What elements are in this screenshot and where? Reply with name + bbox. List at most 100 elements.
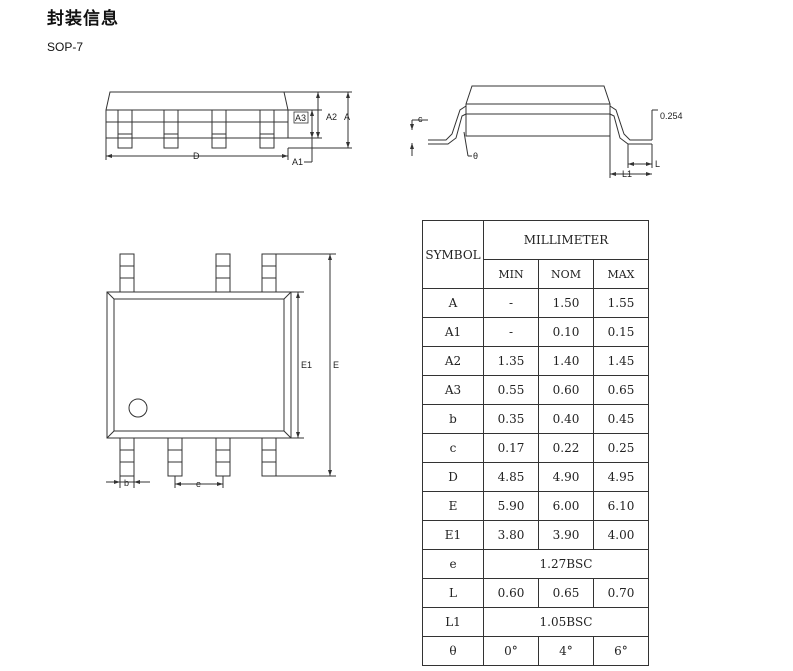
cell-max: 6.10 [593,491,649,521]
dim-theta-leader [463,131,469,157]
table-row: E 5.90 6.00 6.10 [422,491,649,521]
bottom-lead [215,437,231,477]
cell-min: 0.35 [483,404,539,434]
cell-max: 1.55 [593,288,649,318]
table-row: A1 - 0.10 0.15 [422,317,649,347]
cell-min: 0.55 [483,375,539,405]
cell-nom: 3.90 [538,520,594,550]
table-row: L1 1.05BSC [422,607,649,637]
cell-min: 4.85 [483,462,539,492]
label-e1: E1 [301,360,312,370]
cell-max: 0.45 [593,404,649,434]
end-view [411,85,658,178]
cell-symbol: E1 [422,520,484,550]
cell-symbol: b [422,404,484,434]
label-e: E [333,360,339,370]
cell-min: 3.80 [483,520,539,550]
header-min: MIN [483,259,539,289]
cell-nom: 6.00 [538,491,594,521]
cell-symbol: A [422,288,484,318]
bottom-lead [167,437,183,477]
cell-symbol: D [422,462,484,492]
cell-symbol: A3 [422,375,484,405]
cell-nom: 0.65 [538,578,594,608]
label-d: D [193,151,200,161]
cell-symbol: L [422,578,484,608]
table-row: A2 1.35 1.40 1.45 [422,346,649,376]
cell-max: 4.00 [593,520,649,550]
table-row: A - 1.50 1.55 [422,288,649,318]
cell-min: 0.60 [483,578,539,608]
label-l: L [655,159,660,169]
cell-max: 0.15 [593,317,649,347]
label-l1: L1 [622,169,632,179]
header-unit: MILLIMETER [483,220,649,260]
table-row: E1 3.80 3.90 4.00 [422,520,649,550]
table-row: c 0.17 0.22 0.25 [422,433,649,463]
cell-nom: 0.40 [538,404,594,434]
cell-nom: 0.10 [538,317,594,347]
label-a: A [344,112,350,122]
label-a3: A3 [295,113,306,123]
cell-nom: 4° [538,636,594,666]
pin1-marker [128,398,148,418]
right-lead-upper [609,105,652,141]
table-row: L 0.60 0.65 0.70 [422,578,649,608]
cell-max: 0.25 [593,433,649,463]
header-max: MAX [593,259,649,289]
cell-max: 0.70 [593,578,649,608]
left-lead-lower [428,113,467,145]
label-a1: A1 [292,157,303,167]
top-view [106,253,336,488]
cell-min: 5.90 [483,491,539,521]
side-lead [163,109,179,149]
cell-symbol: e [422,549,484,579]
side-body-outline [105,91,289,139]
cell-symbol: A2 [422,346,484,376]
page-title: 封装信息 [47,9,119,29]
top-lead [215,253,231,293]
bottom-lead [261,437,277,477]
label-c: c [418,114,423,124]
cell-nom: 0.22 [538,433,594,463]
dimension-table: SYMBOL MILLIMETER MIN NOM MAX A - 1.50 1… [422,220,649,666]
side-lead [259,109,275,149]
cell-min: - [483,317,539,347]
cell-nom: 1.40 [538,346,594,376]
bottom-lead [119,437,135,477]
right-lead-lower [609,113,652,145]
end-body-outline [465,85,611,137]
header-symbol: SYMBOL [422,220,484,289]
top-body-inner [113,298,285,432]
cell-min: - [483,288,539,318]
label-pitch: e [196,479,201,489]
table-row: θ 0° 4° 6° [422,636,649,666]
cell-max: 0.65 [593,375,649,405]
table-row: D 4.85 4.90 4.95 [422,462,649,492]
label-theta: θ [473,151,478,161]
cell-max: 1.45 [593,346,649,376]
side-lead [117,109,133,149]
package-name: SOP-7 [47,40,84,54]
side-view [105,91,352,163]
cell-nom: 4.90 [538,462,594,492]
cell-min: 0.17 [483,433,539,463]
cell-max: 6° [593,636,649,666]
cell-max: 4.95 [593,462,649,492]
cell-symbol: c [422,433,484,463]
left-lead-upper [428,105,467,141]
top-lead [119,253,135,293]
cell-merged: 1.27BSC [483,549,649,579]
cell-symbol: θ [422,636,484,666]
cell-symbol: A1 [422,317,484,347]
cell-nom: 0.60 [538,375,594,405]
cell-min: 0° [483,636,539,666]
table-row: A3 0.55 0.60 0.65 [422,375,649,405]
cell-symbol: E [422,491,484,521]
label-a2: A2 [326,112,337,122]
label-0254: 0.254 [660,111,683,121]
table-row: b 0.35 0.40 0.45 [422,404,649,434]
top-body-outer [106,291,292,439]
label-b: b [124,478,129,488]
